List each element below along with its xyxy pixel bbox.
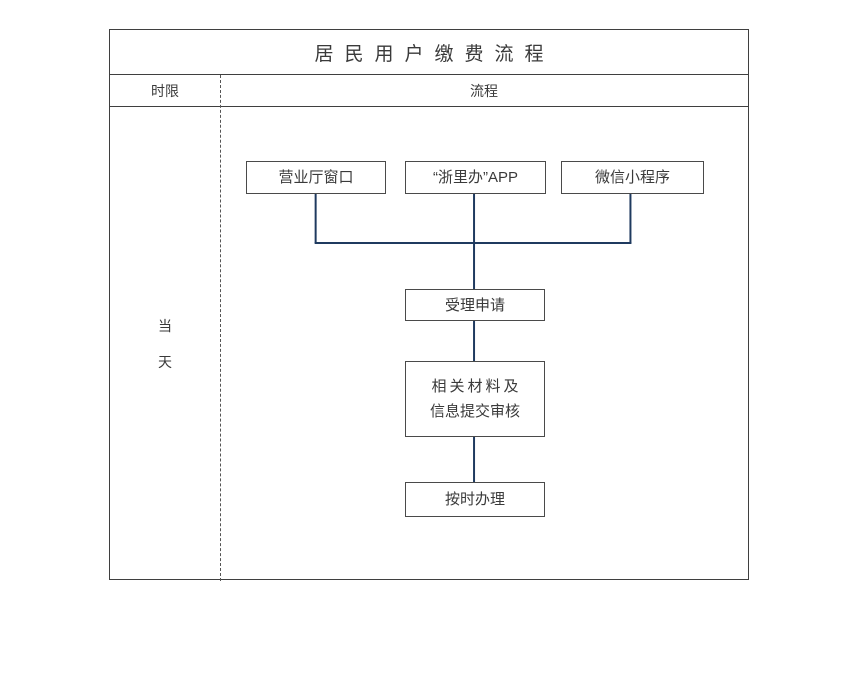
time-limit-line-2: 天 [158, 354, 172, 370]
time-limit-line-1: 当 [158, 318, 172, 334]
node-handle-on-time[interactable]: 按时办理 [405, 482, 545, 517]
time-limit-value: 当 天 [110, 107, 220, 581]
node-accept-label: 受理申请 [444, 296, 505, 314]
node-wechat-miniprogram[interactable]: 微信小程序 [561, 161, 704, 194]
node-handle-label: 按时办理 [444, 491, 505, 508]
node-submit-materials-review[interactable]: 相关材料及 信息提交审核 [405, 361, 545, 437]
column-header-process: 流程 [470, 82, 498, 99]
node-wechat-label: 微信小程序 [594, 169, 670, 186]
node-submit-label-line-2: 信息提交审核 [429, 403, 520, 420]
column-divider [220, 75, 221, 581]
node-accept-application[interactable]: 受理申请 [405, 289, 545, 321]
node-zhelib-app[interactable]: “浙里办”APP [405, 161, 546, 194]
node-app-label: “浙里办”APP [432, 169, 518, 186]
flow-diagram: 营业厅窗口 “浙里办”APP 微信小程序 受理申请 相关材料及 信息提交审核 按 [220, 107, 748, 581]
column-header-time-limit: 时限 [151, 82, 179, 99]
table-body-row: 当 天 [110, 107, 748, 581]
node-hall-label: 营业厅窗口 [278, 169, 354, 186]
process-table: 居民用户缴费流程 时限 流程 当 天 [109, 29, 749, 581]
table-title-row: 居民用户缴费流程 [110, 30, 748, 75]
node-submit-label-line-1: 相关材料及 [431, 378, 522, 395]
page-title: 居民用户缴费流程 [314, 43, 555, 65]
node-business-hall-window[interactable]: 营业厅窗口 [246, 161, 386, 194]
table-header-row: 时限 流程 [110, 75, 748, 107]
